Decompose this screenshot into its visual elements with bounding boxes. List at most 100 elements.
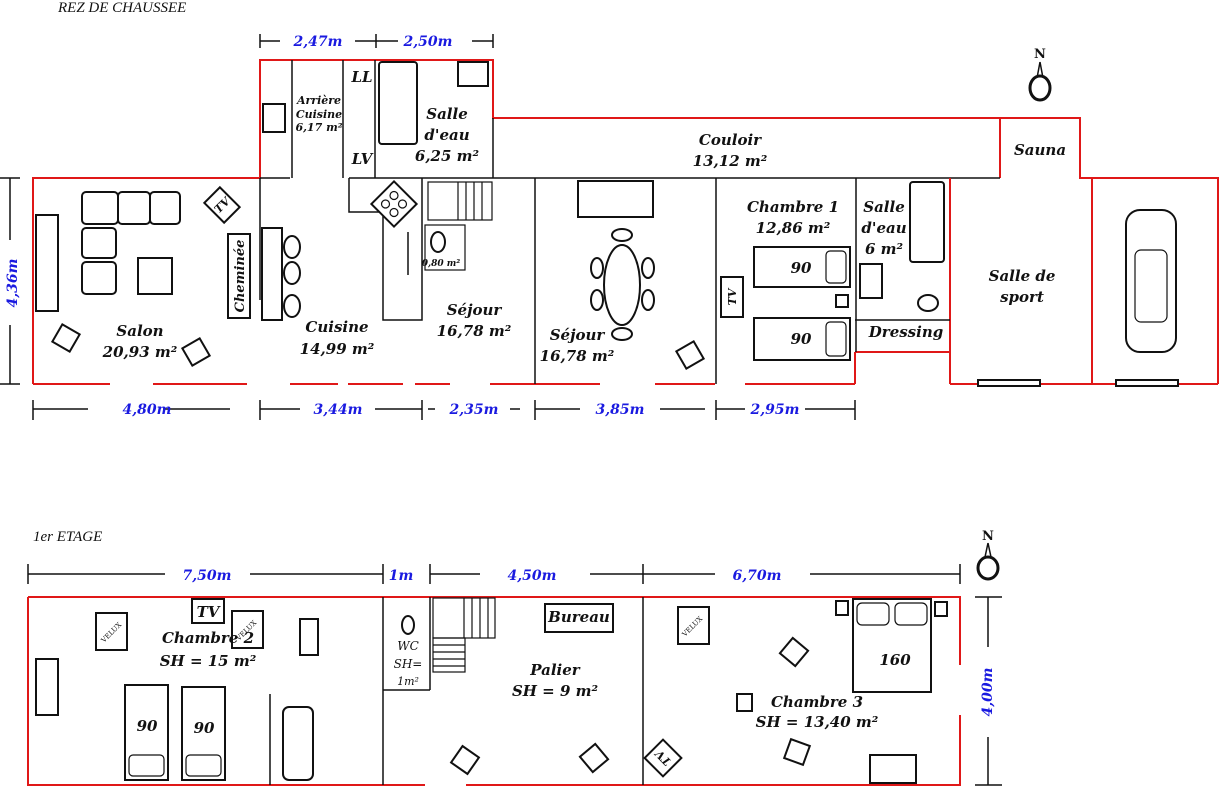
svg-text:7,50m: 7,50m [183, 568, 232, 584]
svg-text:3,85m: 3,85m [596, 402, 645, 418]
svg-text:4,00m: 4,00m [980, 668, 996, 717]
car-icon [1125, 209, 1177, 353]
interior-walls [269, 597, 644, 785]
svg-text:16,78 m²: 16,78 m² [437, 322, 512, 340]
svg-text:N: N [1034, 47, 1046, 62]
bathtub-icon [909, 181, 945, 263]
svg-text:2,50m: 2,50m [403, 34, 453, 50]
svg-text:3,44m: 3,44m [314, 402, 363, 418]
cabinet [35, 214, 59, 312]
bed-single [181, 686, 226, 781]
ground-floor-title: REZ DE CHAUSSEE [57, 0, 186, 16]
bed-single [753, 317, 851, 361]
dimensions-first: 7,50m 1m 4,50m 6,70m 4,00m [27, 564, 1002, 786]
room-cuisine: Cuisine [305, 318, 368, 336]
first-floor: 1er ETAGE VELUX VELUX VELUX [27, 529, 1002, 786]
armchair-icon [778, 636, 810, 668]
svg-text:TV: TV [197, 603, 221, 621]
stove-icon [369, 179, 419, 229]
room-dressing: Dressing [868, 323, 943, 341]
svg-text:1m: 1m [389, 568, 414, 584]
north-arrow-icon: N [1028, 47, 1052, 102]
room-salle-eau-2: Salle [863, 198, 905, 216]
desk [869, 754, 917, 784]
window [1115, 379, 1179, 387]
room-labels-first: Chambre 2 SH = 15 m² WC SH= 1m² Palier S… [160, 629, 879, 731]
cabinet [35, 658, 59, 716]
interior-walls [259, 60, 950, 384]
room-salon: Salon [116, 322, 163, 340]
svg-text:4,50m: 4,50m [508, 568, 557, 584]
washbasin-icon [457, 61, 489, 87]
dining-table [603, 244, 641, 326]
room-palier: Palier [529, 661, 581, 679]
tv-icon: TV [643, 738, 683, 778]
room-salle-sport: Salle de [989, 267, 1056, 285]
svg-text:2,35m: 2,35m [449, 402, 499, 418]
counter [261, 227, 283, 321]
furniture-ground: TV Cheminée [35, 61, 1179, 387]
svg-text:90: 90 [791, 259, 812, 277]
fireplace [227, 233, 251, 319]
armchair-icon [449, 744, 481, 776]
svg-text:sport: sport [1000, 288, 1044, 306]
svg-text:SH = 9 m²: SH = 9 m² [512, 682, 599, 700]
bed-single [753, 246, 851, 288]
room-labels-ground: Arrière Cuisine 6,17 m² LL LV Salle d'ea… [102, 68, 1066, 365]
exterior-walls [27, 596, 961, 786]
svg-text:d'eau: d'eau [424, 126, 469, 144]
armchair-icon [782, 737, 812, 767]
room-wc: WC [397, 639, 419, 653]
svg-text:6,70m: 6,70m [733, 568, 782, 584]
velux-window: VELUX [677, 606, 710, 645]
svg-text:20,93 m²: 20,93 m² [102, 343, 178, 361]
svg-text:6 m²: 6 m² [865, 240, 904, 258]
first-floor-title: 1er ETAGE [33, 529, 102, 545]
svg-text:4,36m: 4,36m [5, 259, 21, 308]
bureau-desk: Bureau [544, 603, 614, 633]
room-salle-eau: Salle [426, 105, 468, 123]
svg-text:90: 90 [791, 330, 812, 348]
room-wc: 0,80 m² [422, 259, 461, 269]
fireplace-label: Cheminée [233, 240, 248, 313]
armchair-icon [180, 336, 212, 368]
svg-text:SH=: SH= [394, 657, 423, 671]
svg-text:90: 90 [137, 717, 158, 735]
armchair-icon [674, 339, 706, 371]
washbasin-icon [299, 618, 319, 656]
svg-text:SH = 13,40 m²: SH = 13,40 m² [756, 713, 879, 731]
room-sejour: Séjour [447, 301, 503, 319]
svg-text:160: 160 [879, 651, 911, 669]
tv-icon: TV [191, 598, 225, 624]
room-chambre-2: Chambre 2 [162, 629, 254, 647]
toilet-icon [401, 615, 415, 635]
sink-icon [262, 103, 286, 133]
bathtub-icon [282, 706, 314, 781]
svg-text:1m²: 1m² [397, 675, 419, 688]
toilet-icon [917, 294, 939, 312]
svg-text:N: N [982, 529, 994, 544]
stairs-icon [432, 597, 496, 673]
svg-text:2,95m: 2,95m [750, 402, 800, 418]
bed-single [124, 684, 169, 781]
washbasin-icon [859, 263, 883, 299]
svg-text:SH = 15 m²: SH = 15 m² [160, 652, 257, 670]
bed-double: 160 [852, 598, 932, 693]
room-chambre-3: Chambre 3 [771, 693, 863, 711]
room-couloir: Couloir [699, 131, 762, 149]
furniture-first: VELUX VELUX VELUX TV 90 [35, 597, 948, 784]
svg-text:Bureau: Bureau [547, 608, 610, 626]
room-sejour: Séjour [550, 326, 606, 344]
svg-text:d'eau: d'eau [861, 219, 906, 237]
coffee-table [137, 257, 173, 295]
north-arrow-icon: N [976, 529, 1000, 581]
room-chambre-1: Chambre 1 [747, 198, 839, 216]
room-arriere-cuisine: Arrière [296, 94, 341, 107]
tv-icon: TV [202, 185, 242, 225]
svg-text:6,17 m²: 6,17 m² [295, 121, 342, 134]
svg-text:90: 90 [194, 719, 215, 737]
svg-text:12,86 m²: 12,86 m² [756, 219, 831, 237]
svg-text:Cuisine: Cuisine [296, 108, 342, 121]
tv-icon: TV [720, 276, 744, 318]
